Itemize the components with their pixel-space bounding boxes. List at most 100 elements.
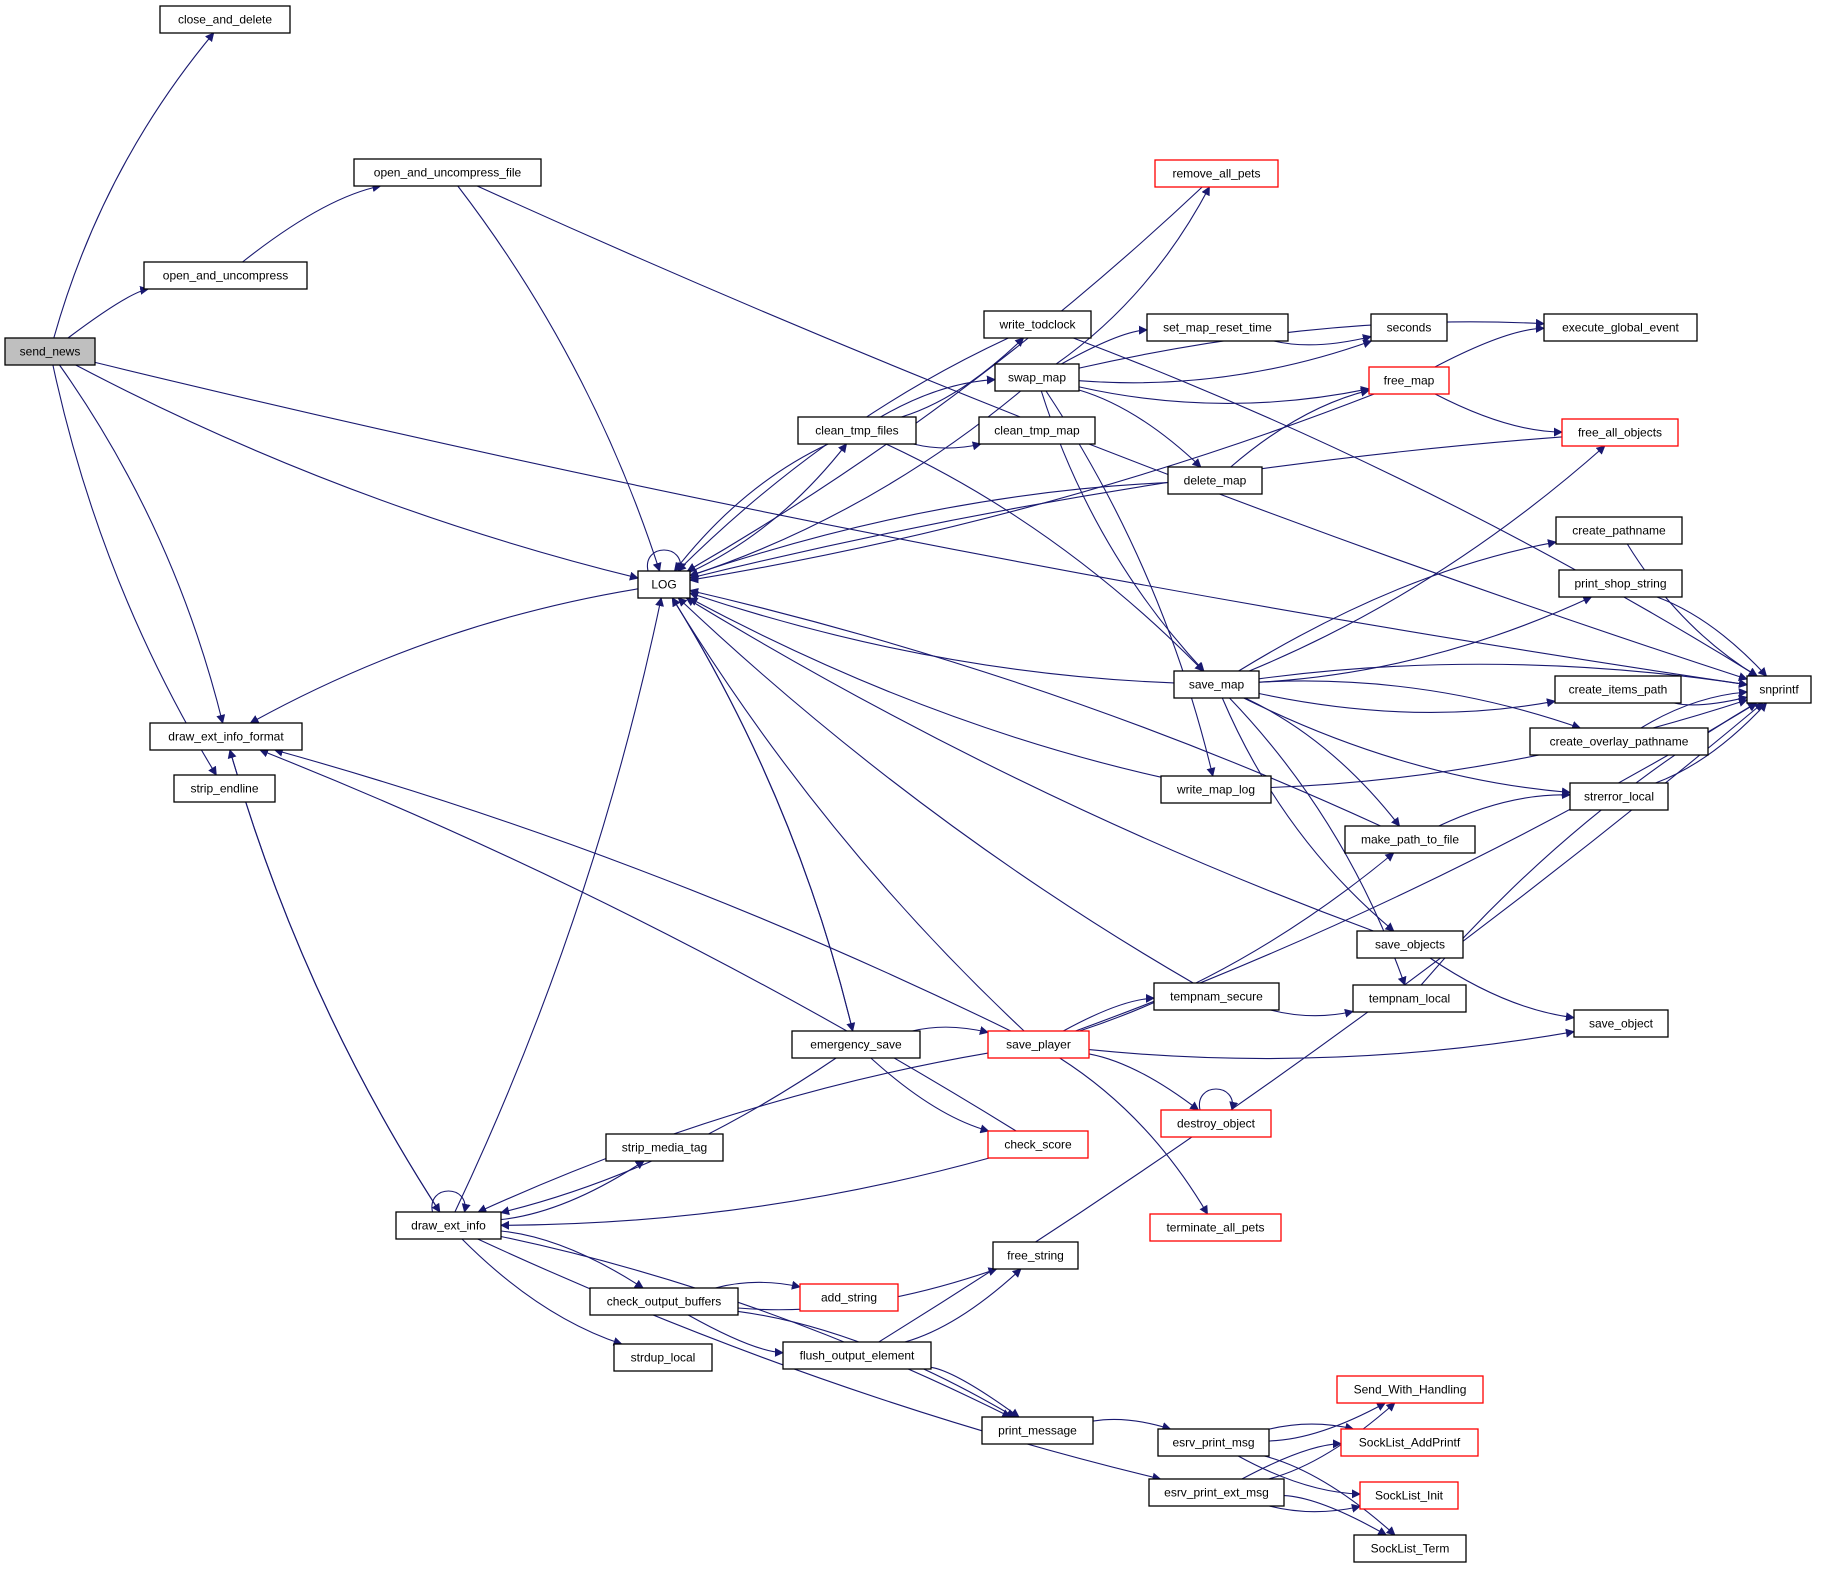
edge-save_map-to-LOG xyxy=(689,591,1175,684)
node-save_object[interactable]: save_object xyxy=(1573,1009,1669,1038)
node-make_path_to_file[interactable]: make_path_to_file xyxy=(1344,825,1476,854)
edge-swap_map-to-seconds xyxy=(1078,339,1373,384)
node-terminate_all_pets[interactable]: terminate_all_pets xyxy=(1149,1213,1282,1242)
node-label: save_objects xyxy=(1375,938,1445,952)
node-label: strdup_local xyxy=(631,1351,696,1365)
node-label: open_and_uncompress xyxy=(163,269,288,283)
node-save_player[interactable]: save_player xyxy=(987,1030,1090,1059)
node-box xyxy=(1160,1109,1272,1138)
node-strerror_local[interactable]: strerror_local xyxy=(1569,782,1669,811)
nodes-layer: send_news close_and_delete open_and_uncomp… xyxy=(4,5,1812,1563)
node-seconds[interactable]: seconds xyxy=(1370,313,1448,342)
edge-save_map-to-create_items_path xyxy=(1258,692,1556,713)
edge-save_map-to-create_overlay_pathname xyxy=(1258,680,1582,730)
node-clean_tmp_map[interactable]: clean_tmp_map xyxy=(978,416,1096,445)
node-label: execute_global_event xyxy=(1562,321,1679,335)
node-box xyxy=(1353,1534,1467,1563)
node-execute_global_event[interactable]: execute_global_event xyxy=(1543,313,1698,342)
node-label: SockList_Term xyxy=(1371,1542,1450,1556)
edge-free_map-to-free_all_objects xyxy=(1434,393,1563,437)
node-SockList_Init[interactable]: SockList_Init xyxy=(1359,1481,1459,1510)
node-box xyxy=(589,1287,739,1316)
node-clean_tmp_files[interactable]: clean_tmp_files xyxy=(797,416,917,445)
node-snprintf[interactable]: snprintf xyxy=(1746,675,1812,704)
edge-draw_ext_info_format-to-draw_ext_info xyxy=(229,749,441,1213)
node-label: print_shop_string xyxy=(1574,577,1666,591)
node-remove_all_pets[interactable]: remove_all_pets xyxy=(1154,159,1279,188)
node-write_todclock[interactable]: write_todclock xyxy=(983,310,1092,339)
edge-save_objects-to-LOG xyxy=(685,597,1374,932)
node-strip_endline[interactable]: strip_endline xyxy=(173,774,276,803)
node-print_shop_string[interactable]: print_shop_string xyxy=(1558,569,1683,598)
edge-open_and_uncompress-to-open_and_uncompress_file xyxy=(242,183,382,263)
node-open_and_uncompress[interactable]: open_and_uncompress xyxy=(143,261,308,290)
node-tempnam_local[interactable]: tempnam_local xyxy=(1352,984,1467,1013)
node-box xyxy=(978,416,1096,445)
node-save_objects[interactable]: save_objects xyxy=(1356,930,1464,959)
node-strip_media_tag[interactable]: strip_media_tag xyxy=(605,1133,724,1162)
node-label: make_path_to_file xyxy=(1361,833,1459,847)
node-label: write_map_log xyxy=(1176,783,1255,797)
edge-save_map-to-make_path_to_file xyxy=(1244,697,1401,827)
edge-save_player-to-make_path_to_file xyxy=(1079,852,1395,1032)
node-box xyxy=(1529,727,1709,756)
node-esrv_print_msg[interactable]: esrv_print_msg xyxy=(1157,1428,1270,1457)
edge-emergency_save-to-save_player xyxy=(912,1026,989,1035)
node-label: save_map xyxy=(1189,678,1245,692)
node-free_all_objects[interactable]: free_all_objects xyxy=(1561,418,1679,447)
node-write_map_log[interactable]: write_map_log xyxy=(1160,775,1272,804)
node-check_output_buffers[interactable]: check_output_buffers xyxy=(589,1287,739,1316)
edges-layer xyxy=(52,32,1768,1536)
node-box xyxy=(395,1211,502,1240)
node-save_map[interactable]: save_map xyxy=(1173,670,1260,699)
node-set_map_reset_time[interactable]: set_map_reset_time xyxy=(1146,313,1289,342)
node-label: snprintf xyxy=(1759,683,1799,697)
edge-write_map_log-to-LOG xyxy=(688,597,1162,778)
node-create_pathname[interactable]: create_pathname xyxy=(1555,516,1683,545)
edge-save_map-to-save_objects xyxy=(1221,697,1395,932)
node-esrv_print_ext_msg[interactable]: esrv_print_ext_msg xyxy=(1148,1478,1285,1507)
node-send_news[interactable]: send_news xyxy=(4,337,96,366)
edge-delete_map-to-free_map xyxy=(1230,387,1370,468)
edge-esrv_print_ext_msg-to-Send_With_Handling xyxy=(1268,1402,1396,1480)
edge-save_player-to-tempnam_secure xyxy=(1063,993,1155,1032)
node-box xyxy=(353,158,542,187)
node-LOG[interactable]: LOG xyxy=(637,570,691,599)
node-swap_map[interactable]: swap_map xyxy=(994,363,1080,392)
node-draw_ext_info[interactable]: draw_ext_info xyxy=(395,1211,502,1240)
node-emergency_save[interactable]: emergency_save xyxy=(791,1030,921,1059)
node-delete_map[interactable]: delete_map xyxy=(1167,466,1263,495)
edge-send_news-to-draw_ext_info_format xyxy=(59,364,226,724)
node-flush_output_element[interactable]: flush_output_element xyxy=(782,1341,932,1370)
node-label: flush_output_element xyxy=(800,1349,915,1363)
node-draw_ext_info_format[interactable]: draw_ext_info_format xyxy=(149,722,303,751)
edge-write_todclock-to-LOG xyxy=(676,337,1009,572)
node-create_overlay_pathname[interactable]: create_overlay_pathname xyxy=(1529,727,1709,756)
edge-draw_ext_info-to-print_message xyxy=(500,1235,1012,1418)
edge-print_shop_string-to-snprintf xyxy=(1656,596,1768,677)
edge-LOG-to-clean_tmp_files xyxy=(689,443,848,573)
edge-swap_map-to-remove_all_pets xyxy=(1055,186,1210,365)
node-close_and_delete[interactable]: close_and_delete xyxy=(159,5,291,34)
edge-destroy_object-to-destroy_object xyxy=(1198,1088,1239,1111)
node-add_string[interactable]: add_string xyxy=(799,1283,899,1312)
node-tempnam_secure[interactable]: tempnam_secure xyxy=(1153,982,1280,1011)
node-box xyxy=(1555,516,1683,545)
node-free_string[interactable]: free_string xyxy=(992,1241,1079,1270)
node-create_items_path[interactable]: create_items_path xyxy=(1554,675,1682,704)
node-box xyxy=(1352,984,1467,1013)
node-label: strip_endline xyxy=(190,782,258,796)
node-destroy_object[interactable]: destroy_object xyxy=(1160,1109,1272,1138)
node-free_map[interactable]: free_map xyxy=(1368,366,1450,395)
node-check_score[interactable]: check_score xyxy=(987,1130,1089,1159)
node-SockList_Term[interactable]: SockList_Term xyxy=(1353,1534,1467,1563)
edge-draw_ext_info-to-check_output_buffers xyxy=(500,1230,644,1289)
edge-free_map-to-execute_global_event xyxy=(1434,323,1545,368)
edge-save_player-to-draw_ext_info_format xyxy=(273,747,1012,1032)
node-box xyxy=(1149,1213,1282,1242)
node-print_message[interactable]: print_message xyxy=(981,1416,1094,1445)
node-strdup_local[interactable]: strdup_local xyxy=(613,1343,713,1372)
node-SockList_AddPrintf[interactable]: SockList_AddPrintf xyxy=(1340,1428,1479,1457)
node-Send_With_Handling[interactable]: Send_With_Handling xyxy=(1336,1375,1484,1404)
node-open_and_uncompress_file[interactable]: open_and_uncompress_file xyxy=(353,158,542,187)
